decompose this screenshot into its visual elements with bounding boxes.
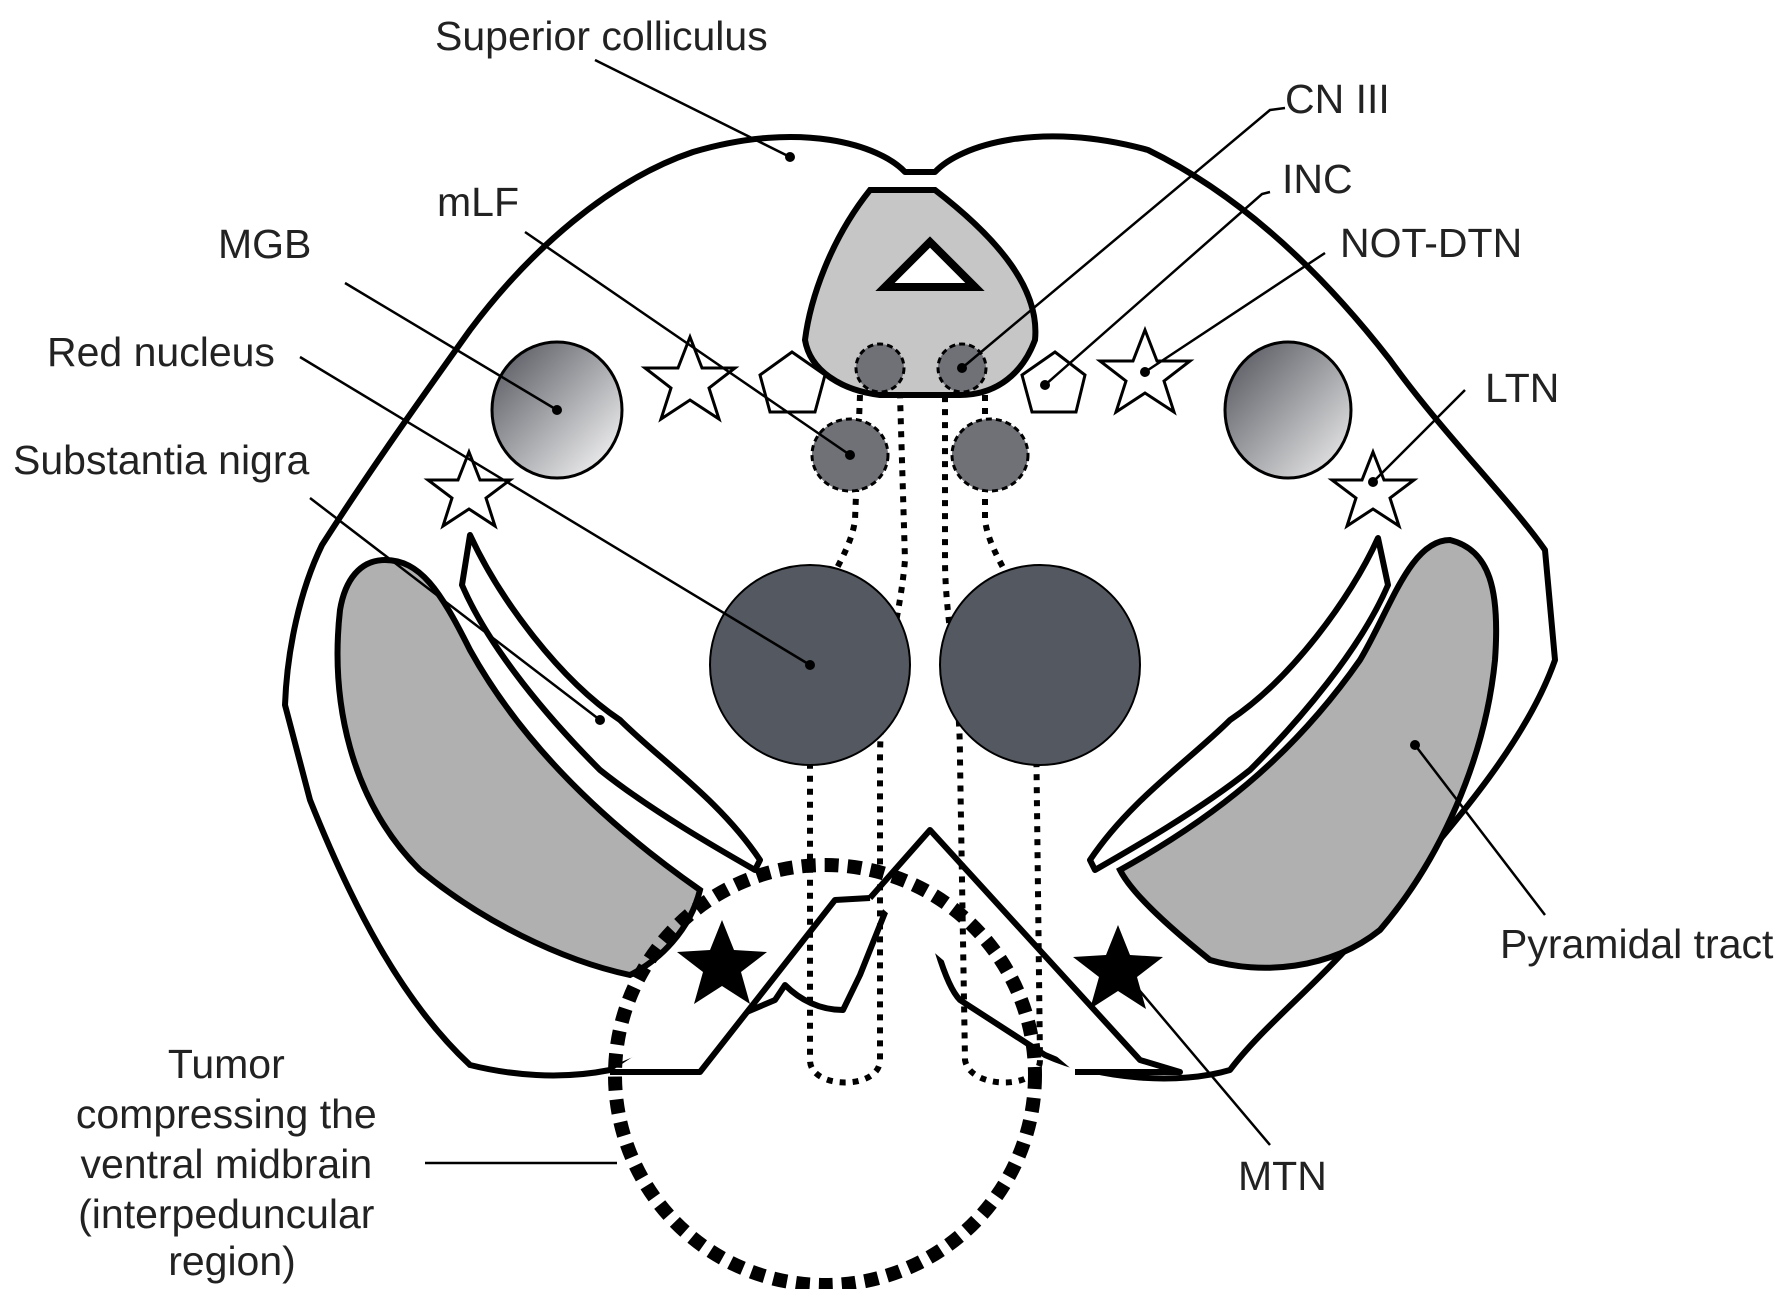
- mlf-right: [952, 419, 1028, 491]
- label-substantia-nigra: Substantia nigra: [13, 437, 310, 483]
- label-not-dtn: NOT-DTN: [1340, 220, 1522, 266]
- label-tumor-line-3: ventral midbrain: [80, 1141, 372, 1187]
- label-red-nucleus: Red nucleus: [47, 329, 275, 375]
- dot-pyramidal-tract: [1410, 740, 1420, 750]
- dot-mlf: [845, 450, 855, 460]
- dot-substantia-nigra: [595, 715, 605, 725]
- cn3-nucleus-left: [856, 344, 904, 392]
- dot-red-nucleus: [805, 660, 815, 670]
- label-pyramidal-tract: Pyramidal tract: [1500, 921, 1774, 967]
- label-tumor: Tumor compressing the ventral midbrain (…: [76, 1041, 388, 1284]
- dot-not-dtn: [1140, 367, 1150, 377]
- label-mtn: MTN: [1238, 1153, 1327, 1199]
- label-mgb: MGB: [218, 221, 311, 267]
- dot-inc: [1040, 380, 1050, 390]
- label-cn3: CN III: [1285, 76, 1390, 122]
- label-mlf: mLF: [437, 179, 519, 225]
- red-nucleus-right: [940, 565, 1140, 765]
- dot-ltn: [1368, 477, 1378, 487]
- label-tumor-line-4: (interpeduncular: [78, 1191, 374, 1237]
- leader-superior-colliculus: [595, 60, 790, 157]
- label-ltn: LTN: [1485, 365, 1559, 411]
- dot-superior-colliculus: [785, 152, 795, 162]
- label-tumor-line-2: compressing the: [76, 1091, 377, 1137]
- label-inc: INC: [1282, 156, 1353, 202]
- dot-mgb: [552, 405, 562, 415]
- dot-cn3: [957, 363, 967, 373]
- label-tumor-line-5: region): [168, 1238, 296, 1284]
- mgb-right: [1225, 342, 1351, 478]
- label-superior-colliculus: Superior colliculus: [435, 13, 768, 59]
- label-tumor-line-1: Tumor: [168, 1041, 285, 1087]
